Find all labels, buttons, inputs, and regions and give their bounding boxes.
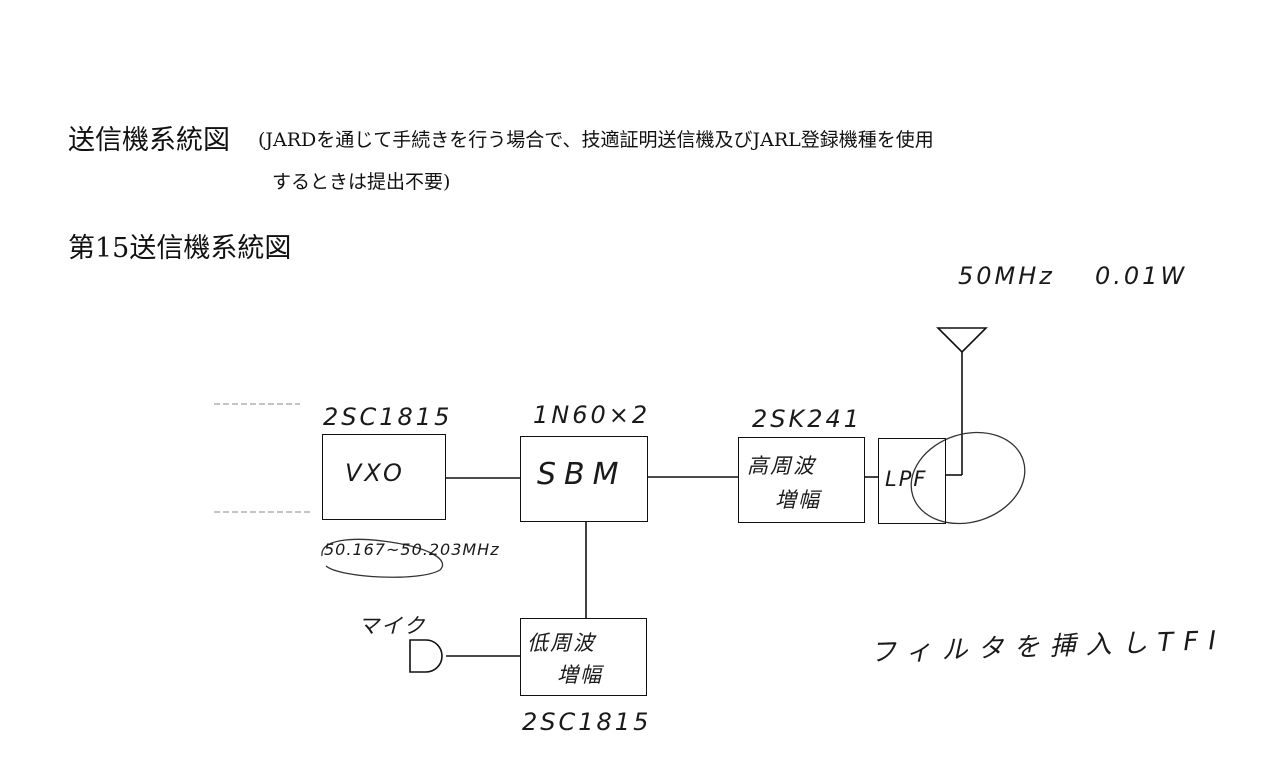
rf-amp-label-2: 増幅	[775, 488, 821, 512]
rf-amp-part-label: 2SK241	[752, 405, 863, 433]
sbm-part-label: 1N60×2	[533, 401, 651, 429]
vxo-frequency: 50.167~50.203MHz	[324, 540, 500, 559]
vxo-part-label: 2SC1815	[323, 403, 453, 431]
lpf-label: LPF	[885, 467, 928, 491]
af-amp-block: 低周波 増幅	[520, 618, 647, 696]
af-amp-part-label: 2SC1815	[522, 708, 652, 736]
page-title: 送信機系統図	[68, 125, 230, 156]
mic-label: マイク	[358, 614, 427, 638]
note-line-1: (JARDを通じて手続きを行う場合で、技適証明送信機及びJARL登録機種を使用	[258, 129, 934, 151]
note-line-2: するときは提出不要)	[272, 171, 451, 193]
band-label: 50MHz	[958, 262, 1055, 290]
rf-amp-label-1: 高周波	[747, 454, 816, 478]
power-label: 0.01W	[1095, 262, 1188, 290]
af-amp-label-1: 低周波	[527, 631, 596, 655]
microphone-icon	[409, 639, 443, 673]
diagram-title: 第15送信機系統図	[68, 233, 292, 264]
sbm-label: SBM	[537, 457, 627, 492]
vxo-label: VXO	[345, 459, 405, 487]
vxo-block: VXO	[322, 434, 446, 520]
antenna-icon	[936, 327, 988, 475]
rf-amp-block: 高周波 増幅	[738, 437, 865, 523]
af-amp-label-2: 増幅	[557, 663, 603, 687]
sbm-block: SBM	[520, 436, 648, 522]
lpf-block: LPF	[878, 438, 946, 524]
